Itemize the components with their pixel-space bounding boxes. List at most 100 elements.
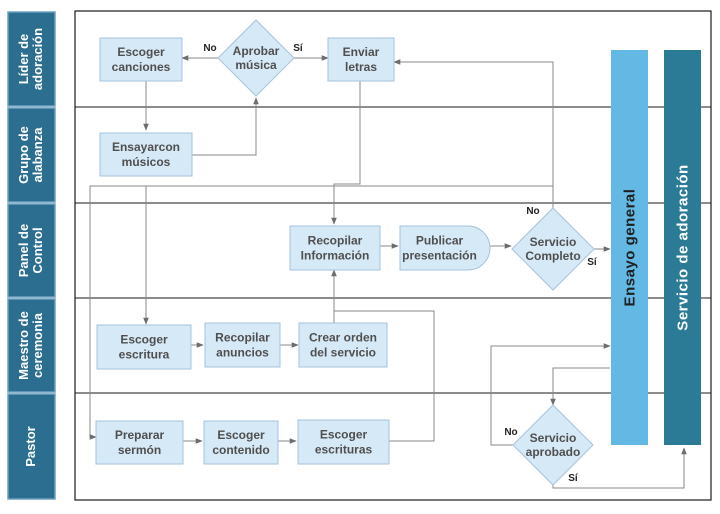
connector-aprobado-si <box>552 447 687 489</box>
process-label: Publicar <box>416 234 464 248</box>
chart-frame <box>74 10 712 501</box>
lane-title-line: Control <box>30 227 45 273</box>
process-label: Escoger <box>320 428 368 442</box>
lane-header-box <box>7 298 56 393</box>
process-label: Recopilar <box>308 234 363 248</box>
process-box <box>204 322 281 368</box>
process-box <box>297 419 390 465</box>
decision-diamond <box>512 404 594 486</box>
process-label: canciones <box>112 60 171 74</box>
lane-header-pastor: Pastor <box>7 393 56 500</box>
branch-label-aprobado-no: No <box>504 427 517 438</box>
lane-title: Grupo dealabanza <box>16 126 45 184</box>
lane-header-grupo: Grupo dealabanza <box>7 107 56 203</box>
branch-label-aprobar-no: No <box>203 43 216 54</box>
node-ensayo-general: Ensayo general <box>611 50 648 445</box>
branch-label-aprobar-si: Sí <box>293 43 304 54</box>
decision-diamond <box>217 19 295 97</box>
process-box <box>289 225 381 271</box>
process-label: escrituras <box>315 443 373 457</box>
process-box <box>298 322 388 368</box>
process-box <box>99 132 193 177</box>
process-label: Recopilar <box>215 331 270 345</box>
process-label: Enviar <box>343 45 380 59</box>
process-label: letras <box>345 60 377 74</box>
lane-title-line: adoración <box>30 28 45 90</box>
decision-label: Aprobar <box>233 44 280 58</box>
lane-header-box <box>7 393 56 500</box>
process-label: escritura <box>119 348 170 362</box>
process-box <box>95 420 184 465</box>
decision-diamond <box>511 207 595 291</box>
lane-header-box <box>7 107 56 203</box>
delay-shape <box>399 225 491 271</box>
process-label: Escoger <box>217 428 265 442</box>
process-label: presentación <box>402 249 477 263</box>
branch-label-aprobado-si: Sí <box>568 473 579 484</box>
process-label: contenido <box>212 443 269 457</box>
decision-label: Servicio <box>530 431 577 445</box>
connector-ensayar-aprobar <box>192 97 259 156</box>
phase-label: Ensayo general <box>622 189 639 307</box>
connector-completo-no-sermon <box>89 185 554 440</box>
lane-dividers <box>75 106 711 394</box>
connector-aprobado-no <box>490 343 611 446</box>
process-label: Ensayarcon <box>112 140 180 154</box>
branch-label-completo-si: Sí <box>587 257 598 268</box>
branch-label-completo-no: No <box>526 206 539 217</box>
connector-completo-no-letras <box>393 59 554 208</box>
phase-label: Servicio de adoración <box>675 164 692 330</box>
process-label: Escoger <box>117 45 165 59</box>
process-box <box>96 324 192 370</box>
decision-label: Servicio <box>530 235 577 249</box>
lane-header-maestro: Maestro deceremonia <box>7 298 56 393</box>
connector-ensayo-aprobado <box>550 367 610 406</box>
lane-header-box <box>7 203 56 298</box>
phase-bar <box>664 50 701 445</box>
process-box <box>327 37 395 82</box>
lane-title: Maestro deceremonia <box>16 311 45 380</box>
process-label: sermón <box>118 443 161 457</box>
process-label: Información <box>301 249 370 263</box>
decision-label: aprobado <box>526 445 581 459</box>
process-box <box>203 420 279 465</box>
process-label: músicos <box>122 155 171 169</box>
process-label: Crear orden <box>309 331 377 345</box>
connector-escrituras-recopilar <box>334 310 435 442</box>
lane-title-line: Maestro de <box>16 311 31 380</box>
lane-title-line: ceremonia <box>30 312 45 378</box>
process-box <box>99 37 183 82</box>
process-label: Escoger <box>120 333 168 347</box>
lane-title-line: alabanza <box>30 127 45 183</box>
lane-header-panel: Panel deControl <box>7 203 56 298</box>
lane-title-line: Grupo de <box>16 126 31 184</box>
phase-bar <box>611 50 648 445</box>
process-label: anuncios <box>216 346 269 360</box>
decision-label: música <box>235 58 277 72</box>
lane-title-line: Pastor <box>23 426 38 466</box>
decision-label: Completo <box>525 249 580 263</box>
lane-header-box <box>7 11 56 107</box>
node-servicio-adoracion: Servicio de adoración <box>664 50 701 445</box>
connectors <box>89 55 687 489</box>
process-label: Preparar <box>115 428 165 442</box>
lane-title: Panel deControl <box>16 224 45 277</box>
lane-title-line: Líder de <box>16 34 31 85</box>
lane-header-lider: Líder deadoración <box>7 11 56 107</box>
connector-letras-recopilar <box>331 81 361 225</box>
